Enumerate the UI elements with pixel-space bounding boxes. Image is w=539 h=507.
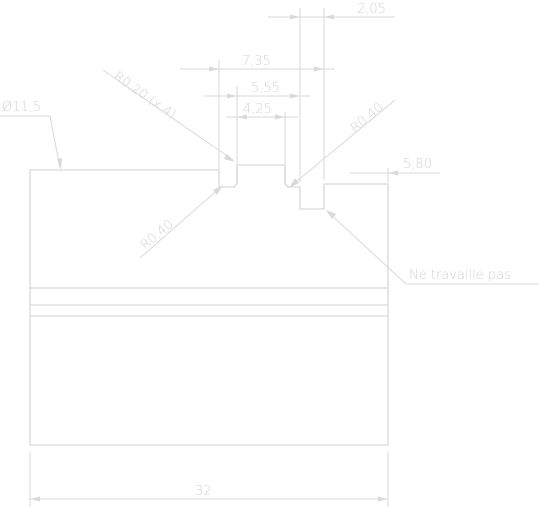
arrow-head	[227, 93, 237, 99]
radius-r0-40-top-callout: R0,40	[289, 99, 396, 188]
arrow-head	[213, 185, 223, 195]
dimension-label-5-80: 5,80	[403, 157, 432, 172]
arrow-head	[209, 66, 219, 72]
note-label: Ne travaille pas	[409, 268, 511, 283]
radius-r0-20-callout: R0,20 (x 4)	[102, 69, 235, 162]
arrow-head	[30, 496, 40, 502]
radius-label-r0-20: R0,20 (x 4)	[111, 69, 179, 123]
part-profile-inner	[236, 165, 286, 184]
dimension-4-25: 4,25	[226, 86, 298, 164]
dimension-label-7-35: 7,35	[242, 54, 271, 69]
arrow-head	[314, 66, 324, 72]
dimension-2-05: 2,05	[268, 2, 395, 183]
arrow-head	[378, 496, 388, 502]
leader-line	[102, 69, 234, 161]
arrow-head	[290, 93, 300, 99]
dimension-32: 32	[29, 452, 389, 507]
part-outline	[29, 164, 389, 446]
arrow-head	[388, 170, 398, 176]
radius-label-r0-40-top: R0,40	[348, 100, 387, 136]
dimension-label-5-55: 5,55	[251, 81, 280, 96]
leader-line	[290, 99, 396, 187]
radius-label-r0-40-bottom: R0,40	[138, 217, 177, 253]
diameter-label: Ø11,5	[2, 100, 41, 115]
arrow-head	[290, 14, 300, 20]
dimension-label-32: 32	[195, 484, 212, 499]
note-callout: Ne travaille pas	[326, 210, 539, 285]
dimension-5-55: 5,55	[204, 81, 310, 99]
arrow-head	[57, 158, 62, 170]
arrow-head	[224, 154, 235, 162]
dimension-5-80: 5,80	[350, 157, 440, 183]
leader-line	[327, 211, 407, 285]
arrow-head	[237, 114, 247, 120]
dimension-7-35: 7,35	[180, 54, 335, 169]
arrow-head	[289, 178, 299, 188]
arrow-head	[324, 14, 334, 20]
leader-line	[139, 185, 223, 259]
arrow-head	[326, 210, 336, 219]
diameter-callout: Ø11,5	[0, 100, 62, 170]
radius-r0-40-bottom-callout: R0,40	[138, 185, 223, 259]
dimension-label-2-05: 2,05	[357, 2, 386, 17]
arrow-head	[275, 114, 285, 120]
dimension-label-4-25: 4,25	[243, 102, 272, 117]
